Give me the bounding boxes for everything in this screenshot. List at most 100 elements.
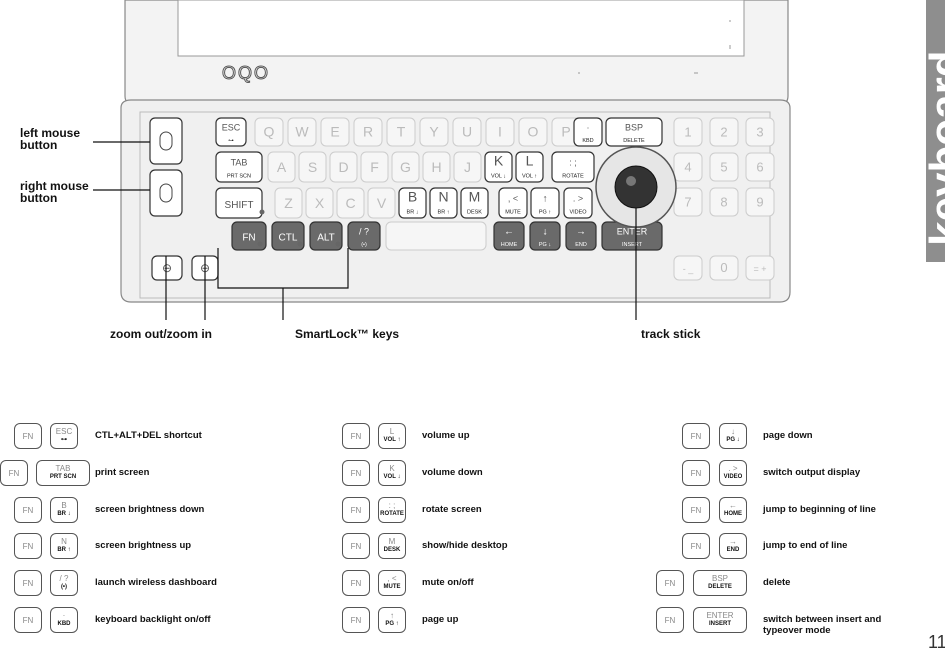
ctl-key[interactable]: CTL [271, 221, 305, 251]
numkey-3[interactable]: 3 [745, 117, 775, 147]
rotate-key[interactable]: : ; ROTATE [551, 151, 595, 183]
svg-text:ENTER: ENTER [617, 227, 648, 237]
numkey-7[interactable]: 7 [673, 187, 703, 217]
key-t[interactable]: T [386, 117, 416, 147]
legend-key-label: N [61, 537, 67, 546]
key-q[interactable]: Q [254, 117, 284, 147]
zoom-out-key[interactable]: ⊖ [151, 255, 183, 281]
space-key[interactable] [385, 221, 487, 251]
key-b[interactable]: BBR ↓ [398, 187, 427, 219]
wireless-key[interactable]: / ?(•) [347, 221, 381, 251]
svg-text:VOL ↓: VOL ↓ [491, 174, 506, 180]
left-mouse-button[interactable] [149, 117, 183, 165]
legend-description: mute on/off [422, 577, 474, 588]
legend-description: keyboard backlight on/off [95, 614, 211, 625]
home-key[interactable]: ←HOME [493, 221, 525, 251]
svg-text:D: D [338, 159, 348, 175]
numkey-1[interactable]: 1 [673, 117, 703, 147]
svg-text:ROTATE: ROTATE [562, 174, 584, 180]
key-j[interactable]: J [453, 151, 482, 183]
shift-key[interactable]: SHIFT [215, 187, 263, 219]
svg-text:L: L [526, 153, 534, 169]
key-a[interactable]: A [267, 151, 296, 183]
legend-key-label: , < [387, 574, 397, 583]
legend-key-sublabel: VOL ↑ [383, 437, 401, 443]
key-i[interactable]: I [485, 117, 515, 147]
svg-text:PG ↓: PG ↓ [539, 242, 551, 248]
svg-text:W: W [295, 123, 309, 139]
key-f[interactable]: F [360, 151, 389, 183]
svg-text:G: G [400, 159, 411, 175]
key-h[interactable]: H [422, 151, 451, 183]
kbd-key[interactable]: ·KBD [573, 117, 603, 147]
key-g[interactable]: G [391, 151, 420, 183]
key-s[interactable]: S [298, 151, 327, 183]
numkey-0[interactable]: 0 [709, 255, 739, 281]
section-tab: keyboard [926, 0, 945, 262]
key-d[interactable]: D [329, 151, 358, 183]
legend-fn-key: FN [682, 460, 710, 486]
svg-text:U: U [462, 123, 472, 139]
key-o[interactable]: O [518, 117, 548, 147]
numkey-minus[interactable]: - _ [673, 255, 703, 281]
legend-fn-key: FN [656, 570, 684, 596]
key-m[interactable]: M DESK [460, 187, 489, 219]
key-k[interactable]: K VOL ↓ [484, 151, 513, 183]
numkey-2[interactable]: 2 [709, 117, 739, 147]
key-e[interactable]: E [320, 117, 350, 147]
numkey-9[interactable]: 9 [745, 187, 775, 217]
key-z[interactable]: Z [274, 187, 303, 219]
key-v[interactable]: V [367, 187, 396, 219]
svg-text:⊖: ⊖ [162, 261, 172, 275]
numkey-equals[interactable]: = + [745, 255, 775, 281]
legend-key-label: B [61, 501, 67, 510]
legend-description: switch between insert and typeover mode [763, 614, 882, 636]
key-c[interactable]: C [336, 187, 365, 219]
end-key[interactable]: →END [565, 221, 597, 251]
legend-key-sublabel: PRT SCN [49, 474, 77, 480]
numkey-5[interactable]: 5 [709, 152, 739, 182]
alt-key[interactable]: ALT [309, 221, 343, 251]
svg-text:PG ↑: PG ↑ [539, 210, 551, 216]
svg-text:: ;: : ; [569, 158, 577, 168]
svg-text:M: M [469, 189, 481, 205]
numkey-8[interactable]: 8 [709, 187, 739, 217]
mute-key[interactable]: , <MUTE [498, 187, 528, 219]
key-x[interactable]: X [305, 187, 334, 219]
fn-key[interactable]: FN [231, 221, 267, 251]
svg-text:K: K [494, 153, 504, 169]
right-mouse-button[interactable] [149, 169, 183, 217]
legend-fn-key: FN [14, 533, 42, 559]
pgup-key[interactable]: ↑PG ↑ [530, 187, 560, 219]
legend-key-label: M [388, 537, 396, 546]
svg-text:ALT: ALT [317, 232, 335, 243]
legend-fn-key: FN [14, 607, 42, 633]
numkey-6[interactable]: 6 [745, 152, 775, 182]
key-w[interactable]: W [287, 117, 317, 147]
key-r[interactable]: R [353, 117, 383, 147]
legend-description: volume up [422, 430, 470, 441]
legend-combo-key: ↓PG ↓ [719, 423, 747, 449]
legend-fn-key: FN [342, 423, 370, 449]
key-u[interactable]: U [452, 117, 482, 147]
svg-text:F: F [370, 159, 379, 175]
video-key[interactable]: . >VIDEO [563, 187, 593, 219]
esc-key[interactable]: ESC⊶ [215, 117, 247, 147]
svg-text:R: R [363, 123, 373, 139]
key-y[interactable]: Y [419, 117, 449, 147]
numkey-4[interactable]: 4 [673, 152, 703, 182]
key-n[interactable]: NBR ↑ [429, 187, 458, 219]
legend-combo-key: ESC⊶ [50, 423, 78, 449]
svg-text:V: V [377, 195, 387, 211]
svg-text:/ ?: / ? [359, 227, 369, 237]
svg-text:DESK: DESK [467, 210, 482, 216]
pgdn-key[interactable]: ↓PG ↓ [529, 221, 561, 251]
legend-fn-key: FN [656, 607, 684, 633]
svg-text:S: S [308, 159, 317, 175]
legend-key-label: K [389, 464, 395, 473]
